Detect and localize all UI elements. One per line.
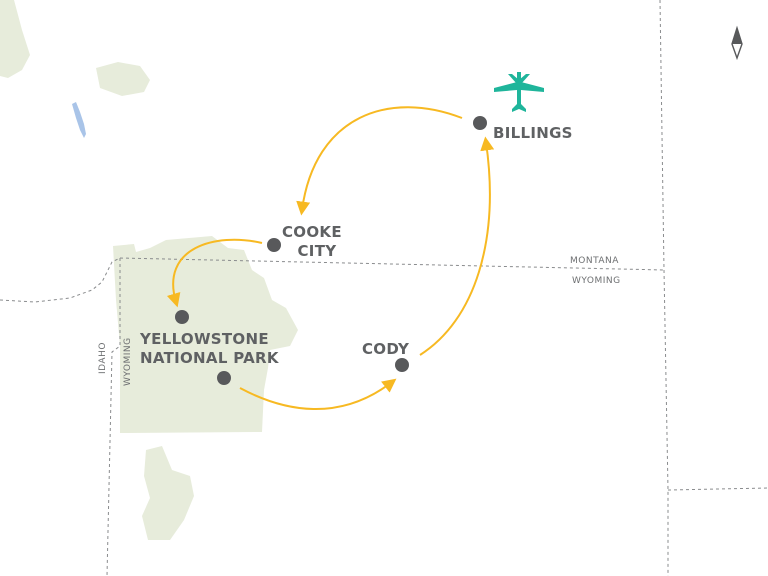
- cody-dot[interactable]: [395, 358, 409, 372]
- land-patch-bottom: [142, 446, 194, 540]
- cody-label: CODY: [362, 340, 410, 358]
- yellowstone-south-dot[interactable]: [217, 371, 231, 385]
- wyoming-west-label: WYOMING: [123, 337, 133, 386]
- cooke-city-dot[interactable]: [267, 238, 281, 252]
- border-east-vertical: [659, 0, 669, 576]
- billings-dot[interactable]: [473, 116, 487, 130]
- yellowstone-label: YELLOWSTONE NATIONAL PARK: [140, 330, 279, 367]
- yellowstone-dot[interactable]: [175, 310, 189, 324]
- border-idaho-montana: [0, 257, 121, 303]
- yellowstone-park-area: [113, 236, 298, 433]
- route-cody-to-billings: [419, 136, 495, 356]
- cooke-city-label: COOKE CITY: [282, 223, 342, 260]
- border-montana-wyoming: [119, 257, 666, 271]
- land-patch-small: [96, 62, 150, 96]
- idaho-label: IDAHO: [98, 342, 108, 374]
- wyoming-east-label: WYOMING: [572, 276, 621, 286]
- route-billings-to-cooke-city: [296, 106, 463, 216]
- montana-label: MONTANA: [570, 256, 619, 266]
- border-east-horizontal: [667, 487, 768, 491]
- lake: [72, 102, 86, 138]
- billings-label: BILLINGS: [493, 124, 573, 142]
- border-wyoming-west: [106, 258, 121, 576]
- route-yellowstone-to-cody: [239, 378, 397, 410]
- land-patch-top-left: [0, 0, 30, 78]
- route-cooke-city-to-yellowstone: [166, 238, 263, 308]
- airplane-icon: [494, 72, 544, 112]
- compass-icon: [731, 25, 743, 61]
